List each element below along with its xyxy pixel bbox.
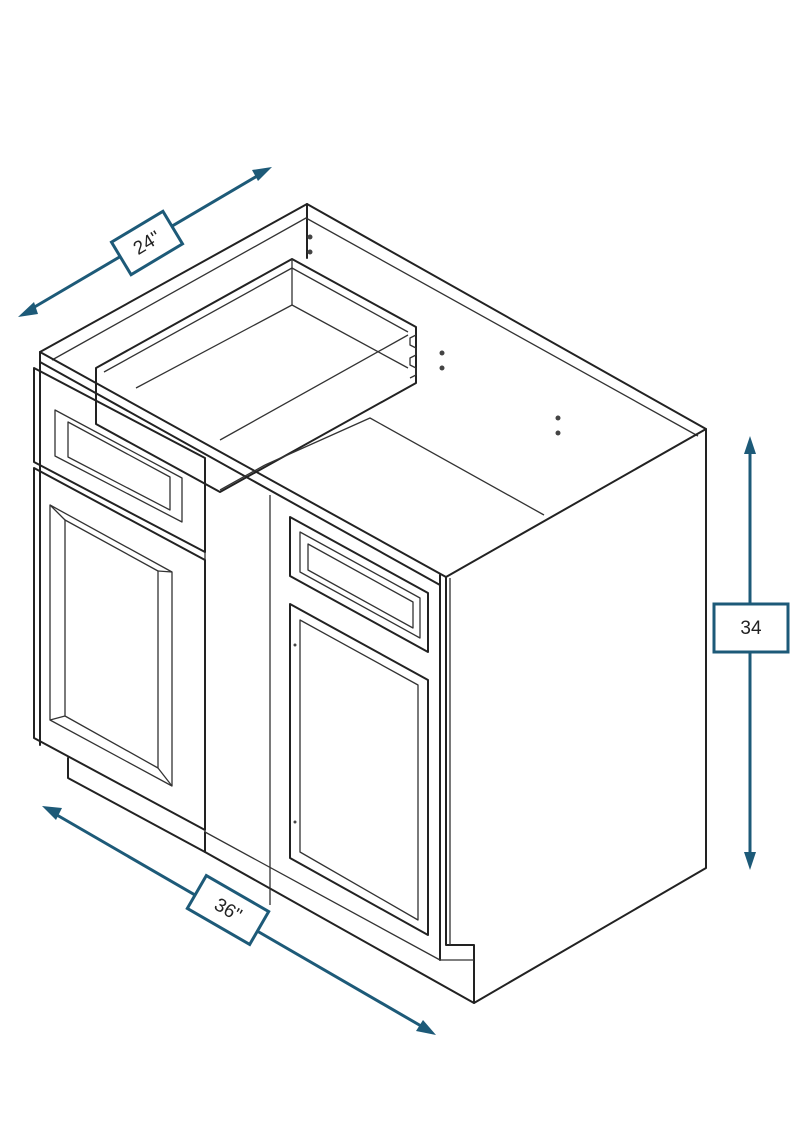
cabinet-toe-kick: [67, 757, 206, 853]
cabinet-interior-floor: [264, 417, 545, 516]
right-door-panel: [299, 619, 419, 921]
left-door-bevel: [157, 570, 173, 573]
arrowhead-icon: [416, 1020, 436, 1035]
right-door: [289, 603, 429, 936]
cabinet-front-frame: [39, 351, 447, 578]
left-door: [33, 467, 206, 831]
cabinet-front-top-edge: [39, 361, 441, 586]
right-drawer-panel-inner: [307, 543, 414, 629]
drawer-box-inner: [103, 267, 409, 373]
shelf-pin-hole: [307, 234, 313, 240]
shelf-pin-hole: [439, 365, 445, 371]
drawer-floor: [135, 304, 409, 389]
arrowhead-icon: [18, 302, 38, 317]
left-door-bevel: [49, 504, 66, 521]
right-drawer-front: [289, 516, 429, 653]
cabinet-drawing: [33, 203, 707, 1004]
arrowhead-icon: [42, 806, 62, 820]
drawer-dovetail: [409, 334, 417, 379]
left-door-panel-outer: [49, 504, 173, 787]
cabinet-base-bottom: [204, 851, 475, 1004]
left-drawer-front: [33, 367, 206, 553]
arrowhead-icon: [252, 167, 272, 181]
height-dimension: 34: [712, 436, 790, 870]
width-dimension: 36": [42, 806, 436, 1035]
hinge-screw: [293, 820, 297, 824]
cabinet-right-side-panel: [445, 428, 707, 1004]
drawer-side: [219, 334, 409, 441]
shelf-pin-hole: [439, 350, 445, 356]
width-label-box: [185, 873, 271, 947]
left-door-bevel: [49, 715, 66, 721]
arrowhead-icon: [744, 436, 756, 454]
hinge-screw: [293, 643, 297, 647]
left-drawer-panel-inner: [67, 421, 171, 511]
left-door-bevel: [157, 767, 173, 787]
cabinet-interior-shelf: [219, 464, 266, 491]
shelf-pin-hole: [555, 430, 561, 436]
height-label-box: [712, 602, 790, 654]
arrowhead-icon: [744, 852, 756, 870]
shelf-pin-hole: [307, 249, 313, 255]
cabinet-base-line: [204, 831, 474, 961]
cabinet-top-rim: [51, 217, 699, 437]
depth-label-box: [109, 209, 185, 277]
left-drawer-panel-outer: [54, 409, 183, 523]
right-drawer-panel-outer: [299, 531, 421, 639]
depth-dimension: 24": [18, 167, 272, 317]
height-label: 34: [740, 618, 762, 639]
shelf-pin-hole: [555, 415, 561, 421]
